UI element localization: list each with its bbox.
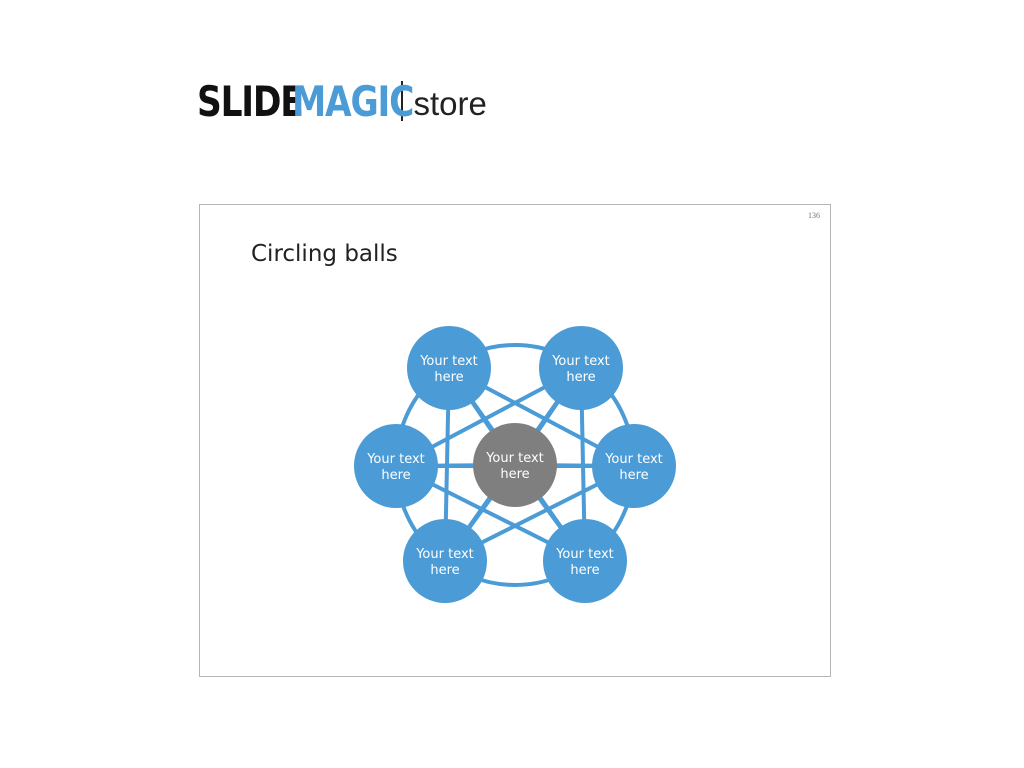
node-left-circle — [354, 424, 438, 508]
brand-logo-slide: SLIDE — [197, 77, 304, 126]
node-right-label-line1: Your text — [604, 452, 663, 467]
node-center-label-line2: here — [500, 467, 529, 482]
node-left-label-line1: Your text — [366, 452, 425, 467]
node-top-right-label-line1: Your text — [551, 354, 610, 369]
node-left-label-line2: here — [381, 468, 410, 483]
node-bottom-right-label-line1: Your text — [555, 547, 614, 562]
brand-logo-magic: MAGIC — [291, 77, 414, 126]
node-top-left-label-line1: Your text — [419, 354, 478, 369]
node-bottom-left-circle — [403, 519, 487, 603]
brand-divider — [401, 81, 404, 121]
node-top-right-circle — [539, 326, 623, 410]
node-bottom-right-circle — [543, 519, 627, 603]
node-center-label-line1: Your text — [485, 451, 544, 466]
node-bottom-left-label-line1: Your text — [415, 547, 474, 562]
node-right-label-line2: here — [619, 468, 648, 483]
node-right-circle — [592, 424, 676, 508]
node-top-left-circle — [407, 326, 491, 410]
node-center-circle — [473, 423, 557, 507]
brand-logo: SLIDE MAGIC store — [197, 68, 487, 124]
node-top-left-label-line2: here — [434, 370, 463, 385]
brand-store-text: store — [413, 85, 487, 122]
node-bottom-right-label-line2: here — [570, 563, 599, 578]
node-top-right-label-line2: here — [566, 370, 595, 385]
slide-title: Circling balls — [251, 241, 398, 267]
slide-number: 136 — [808, 211, 820, 220]
node-bottom-left-label-line2: here — [430, 563, 459, 578]
